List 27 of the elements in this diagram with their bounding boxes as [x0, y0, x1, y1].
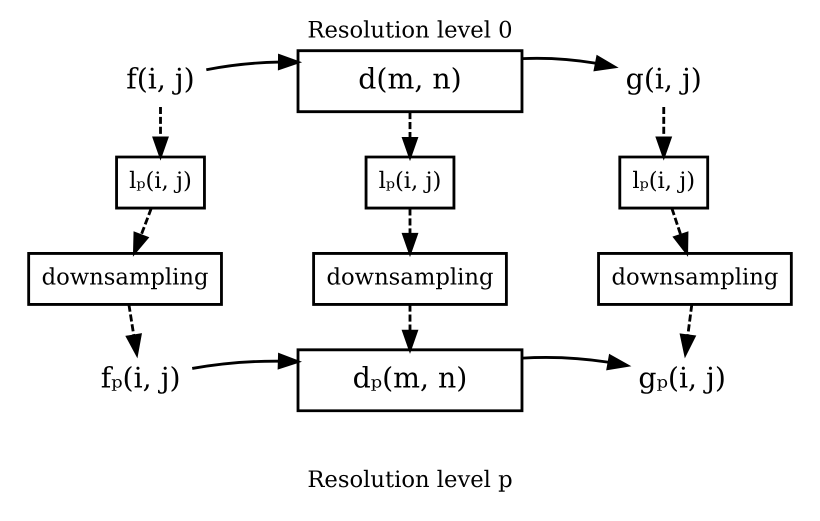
node-text: gₚ(i, j) — [638, 361, 726, 394]
node-box: downsampling — [312, 252, 508, 306]
node-box: downsampling — [597, 252, 793, 306]
arrow — [192, 352, 302, 370]
node-box: d(m, n) — [296, 49, 524, 114]
node-text: fₚ(i, j) — [100, 361, 181, 394]
node-box: lₚ(i, j) — [364, 156, 456, 210]
arrow — [655, 106, 672, 161]
arrow — [206, 54, 302, 72]
arrow — [125, 304, 142, 358]
arrow — [402, 112, 418, 162]
arrow — [402, 304, 418, 354]
node-box: lₚ(i, j) — [115, 156, 206, 210]
arrow — [402, 208, 418, 258]
caption: Resolution level p — [307, 467, 513, 494]
arrow — [522, 354, 632, 370]
node-box: dₚ(m, n) — [296, 348, 524, 412]
arrow — [152, 106, 169, 161]
arrow — [522, 54, 619, 72]
arrow — [680, 304, 696, 358]
diagram-title: Resolution level 0 — [307, 18, 513, 44]
arrow — [132, 208, 153, 257]
node-text: g(i, j) — [626, 62, 702, 96]
node-box: downsampling — [27, 252, 223, 306]
node-box: lₚ(i, j) — [618, 156, 710, 210]
node-text: f(i, j) — [126, 62, 195, 96]
arrow — [670, 208, 688, 257]
